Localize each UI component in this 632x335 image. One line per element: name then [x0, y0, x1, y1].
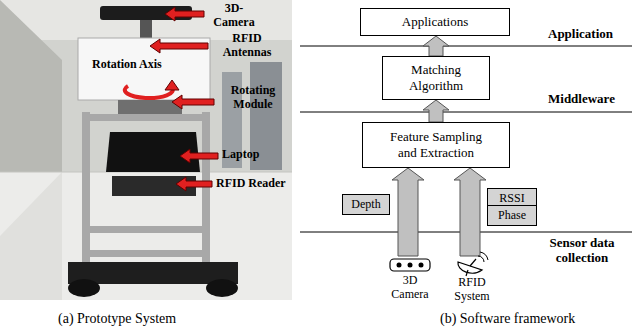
camera-lens: [397, 263, 402, 268]
rotation-arrow: [125, 86, 173, 98]
flow-arrow: [423, 100, 449, 122]
wheel: [68, 279, 100, 297]
callout-label: RFID Reader: [216, 177, 286, 191]
sensor-arrow: [392, 168, 424, 256]
camera-lens: [408, 263, 413, 268]
sensor-arrow: [454, 168, 486, 256]
subcaption: (a) Prototype System: [58, 311, 176, 327]
text-block: RSSI: [499, 191, 524, 205]
frame-bar: [82, 250, 210, 257]
node-text: Matching Algorithm: [389, 62, 483, 93]
dish-waves: [478, 252, 488, 262]
frame-upright: [82, 112, 90, 264]
text-block: Depth: [351, 197, 380, 211]
subcaption: (b) Software framework: [440, 311, 575, 327]
layer-line: [300, 112, 632, 113]
antenna-board: [78, 38, 210, 100]
camera-mount: [140, 20, 152, 38]
camera-lens: [419, 263, 424, 268]
camera-icon: [390, 259, 430, 271]
layer-line: [300, 46, 632, 47]
text-block: Phase: [498, 208, 526, 222]
node-text: Phase: [498, 208, 526, 222]
text-block: Matching Algorithm: [389, 62, 483, 93]
floor-side: [0, 172, 62, 300]
rotation-arrowhead: [165, 80, 179, 90]
frame-bar: [82, 114, 210, 121]
node-text: RSSI: [499, 191, 524, 205]
layer-label: Middleware: [548, 92, 615, 107]
photo-ground: [0, 0, 292, 300]
callout-label: 3D- Camera: [208, 2, 260, 30]
text-block: Feature Sampling and Extraction: [382, 129, 490, 160]
flow-arrow: [423, 36, 449, 56]
chassis: [68, 262, 238, 284]
layer-label: Application: [548, 27, 613, 42]
layer-label: Sensor data collection: [540, 236, 624, 266]
callout-label: RFID Antennas: [214, 32, 280, 60]
node-text: Feature Sampling and Extraction: [382, 129, 490, 160]
text-block: Applications: [402, 14, 468, 30]
callout-arrow: [176, 177, 212, 191]
frame-bar: [82, 226, 210, 233]
callout-label: Laptop: [222, 148, 259, 162]
icon-label: 3D Camera: [388, 274, 432, 302]
process-box: Matching Algorithm: [382, 56, 490, 100]
frame-upright: [202, 112, 210, 264]
floor: [0, 172, 292, 300]
dish-feed: [470, 259, 476, 266]
node-text: Depth: [351, 197, 380, 211]
callout-arrow: [165, 7, 204, 21]
dish-icon: [458, 262, 482, 273]
callout-label: Rotating Module: [218, 84, 288, 112]
callout-arrow: [172, 95, 214, 109]
layer-box: Applications: [360, 8, 510, 36]
icon-label: RFID System: [446, 276, 498, 304]
callout-label: Rotation Axis: [92, 58, 162, 72]
node-text: Applications: [402, 14, 468, 30]
process-box: Feature Sampling and Extraction: [362, 122, 510, 168]
callout-arrow: [180, 149, 218, 163]
signal-box: Phase: [487, 205, 537, 226]
wheel: [206, 279, 238, 297]
callout-arrow: [150, 39, 208, 53]
signal-box: Depth: [342, 194, 390, 215]
